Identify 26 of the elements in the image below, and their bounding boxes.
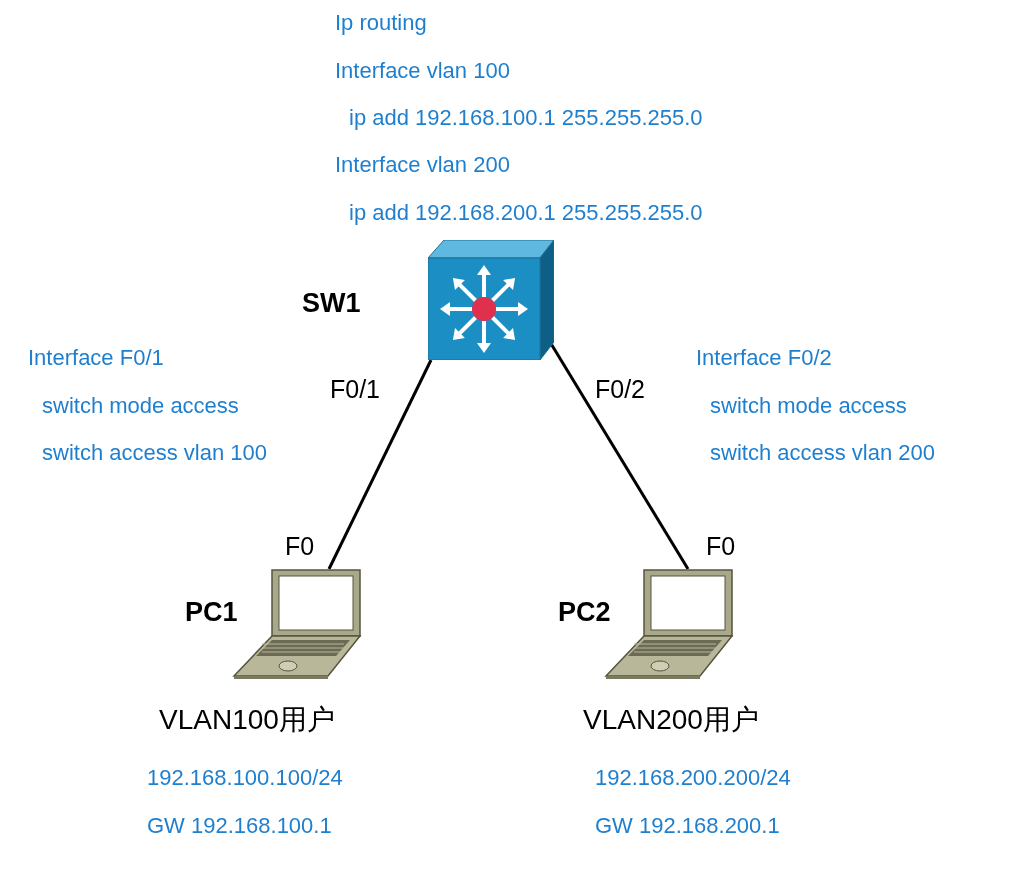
ip-address-text: GW 192.168.100.1 bbox=[147, 812, 332, 840]
switch-drawing bbox=[428, 240, 554, 360]
port-label: F0/2 bbox=[595, 374, 646, 405]
config-text: Interface F0/2 bbox=[696, 344, 832, 372]
port-label: F0 bbox=[285, 531, 315, 562]
device-label: PC1 bbox=[185, 596, 238, 629]
device-label: SW1 bbox=[302, 287, 361, 320]
config-text: Interface F0/1 bbox=[28, 344, 164, 372]
config-text: switch access vlan 100 bbox=[42, 439, 267, 467]
ip-address-text: 192.168.100.100/24 bbox=[147, 764, 343, 792]
config-text: Ip routing bbox=[335, 9, 427, 37]
user-label: VLAN100用户 bbox=[159, 703, 335, 737]
device-label: PC2 bbox=[558, 596, 611, 629]
config-text: switch access vlan 200 bbox=[710, 439, 935, 467]
ip-address-text: 192.168.200.200/24 bbox=[595, 764, 791, 792]
config-text: switch mode access bbox=[42, 392, 239, 420]
config-text: ip add 192.168.100.1 255.255.255.0 bbox=[349, 104, 703, 132]
config-text: switch mode access bbox=[710, 392, 907, 420]
port-label: F0 bbox=[706, 531, 736, 562]
port-label: F0/1 bbox=[330, 374, 381, 405]
config-text: Interface vlan 100 bbox=[335, 57, 510, 85]
config-text: ip add 192.168.200.1 255.255.255.0 bbox=[349, 199, 703, 227]
user-label: VLAN200用户 bbox=[583, 703, 759, 737]
config-text: Interface vlan 200 bbox=[335, 151, 510, 179]
ip-address-text: GW 192.168.200.1 bbox=[595, 812, 780, 840]
network-link bbox=[327, 359, 433, 570]
